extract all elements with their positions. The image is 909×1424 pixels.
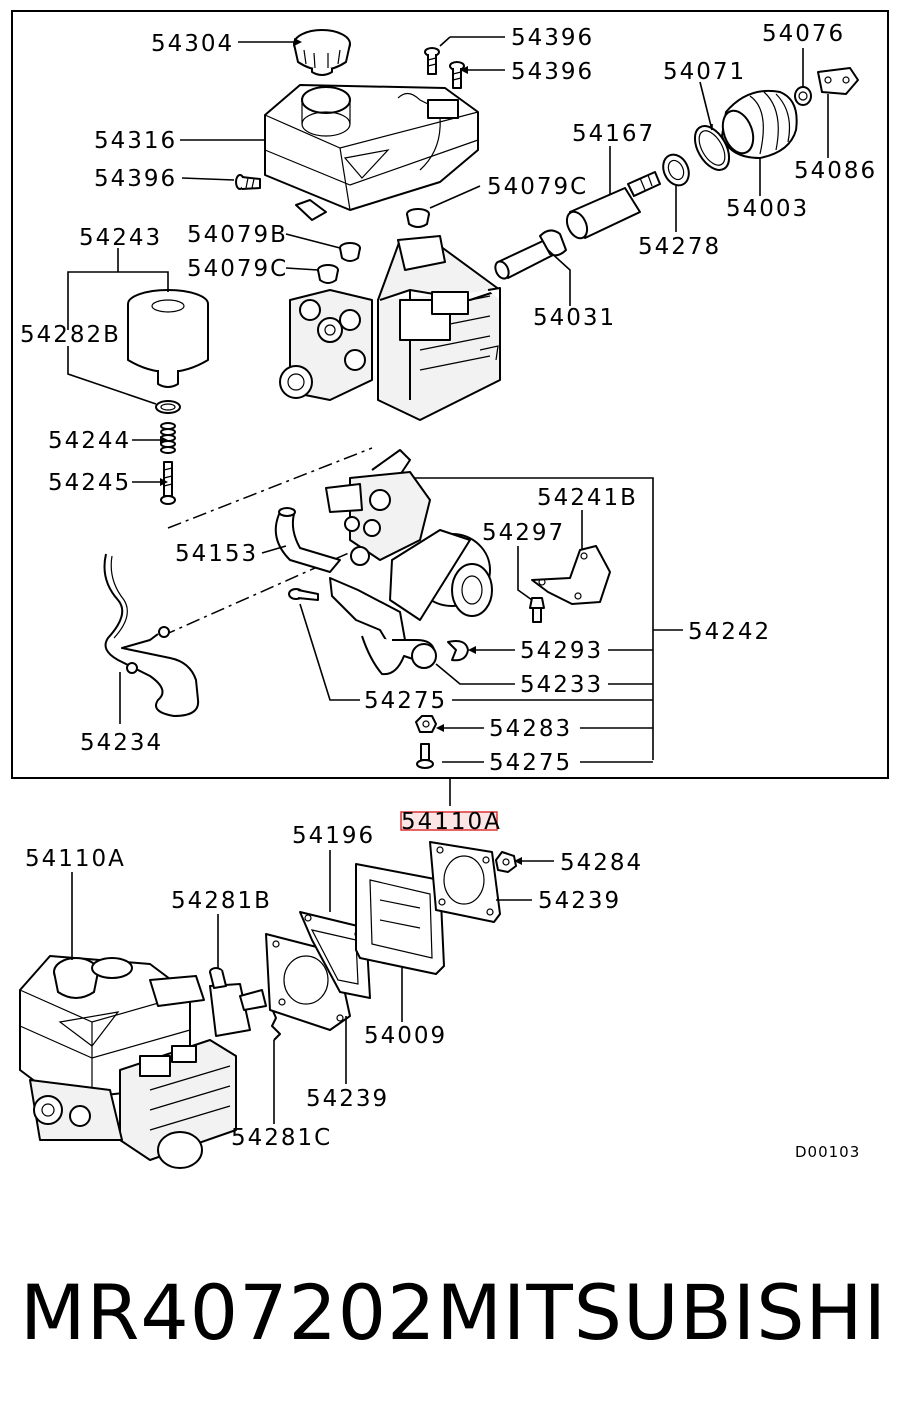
leader-lines-upper: [67, 36, 829, 806]
seal-54278[interactable]: [658, 150, 693, 189]
clip-54281c[interactable]: [269, 1003, 281, 1041]
grommet-54079c-lower[interactable]: [317, 264, 339, 284]
center-line-lower: [161, 547, 361, 637]
hydraulic-unit-complete[interactable]: [19, 955, 267, 1169]
bolt-54297[interactable]: [529, 597, 545, 623]
o-ring-54282b[interactable]: [155, 400, 181, 414]
sub-assembly-bracket: [410, 477, 654, 760]
label-54293: 54293: [520, 638, 603, 664]
label-54233: 54233: [520, 672, 603, 698]
label-54086: 54086: [794, 158, 877, 184]
label-54079c: 54079C: [487, 174, 588, 200]
label-54234: 54234: [80, 730, 163, 756]
label-54244: 54244: [48, 428, 131, 454]
piston-54167[interactable]: [563, 171, 661, 241]
leader-lines-lower: [71, 850, 554, 1124]
clip-54086[interactable]: [817, 67, 859, 95]
label-54304: 54304: [151, 31, 234, 57]
part-number: MR407202: [20, 1268, 437, 1357]
diagram-code: D00103: [795, 1143, 860, 1161]
label-54110a-highlighted: 54110A: [401, 809, 502, 835]
grommet-54079b[interactable]: [339, 242, 361, 262]
label-54079b: 54079B: [187, 222, 288, 248]
brand-name: MITSUBISHI: [436, 1268, 887, 1357]
label-54281b: 54281B: [171, 888, 272, 914]
label-54239-a: 54239: [538, 888, 621, 914]
label-54076: 54076: [762, 21, 845, 47]
label-54396-c: 54396: [94, 166, 177, 192]
label-54242: 54242: [688, 619, 771, 645]
screw-54275-lower[interactable]: [416, 743, 434, 769]
grommet-54079c-upper[interactable]: [406, 208, 430, 228]
hose-54153[interactable]: [274, 507, 341, 573]
seal-plate-54009[interactable]: [355, 863, 445, 975]
footer: MR407202 MITSUBISHI: [0, 1268, 909, 1388]
label-54196: 54196: [292, 823, 375, 849]
sensor-harness[interactable]: [329, 577, 437, 676]
screw-54396-c[interactable]: [235, 174, 261, 190]
gasket-54239-right[interactable]: [429, 841, 501, 923]
label-54275-a: 54275: [364, 688, 447, 714]
label-54110a: 54110A: [25, 846, 126, 872]
screw-54396-a[interactable]: [424, 47, 440, 75]
bolt-54245[interactable]: [160, 461, 176, 505]
label-54153: 54153: [175, 541, 258, 567]
label-54241b: 54241B: [537, 485, 638, 511]
label-54031: 54031: [533, 305, 616, 331]
center-line-upper: [167, 447, 373, 529]
label-54278: 54278: [638, 234, 721, 260]
label-54275-b: 54275: [489, 750, 572, 776]
reservoir-cap-part[interactable]: [293, 29, 351, 76]
label-54283: 54283: [489, 716, 572, 742]
filter-cap-54243[interactable]: [127, 289, 209, 388]
label-54282b: 54282B: [20, 322, 121, 348]
parts-diagram: 54304 54396 54396 54076 54071 54316 5439…: [11, 10, 889, 1169]
label-54245: 54245: [48, 470, 131, 496]
label-54396-a: 54396: [511, 25, 594, 51]
highlight-54110a: [400, 811, 498, 831]
callout-labels: 54304 54396 54396 54076 54071 54316 5439…: [20, 21, 877, 1161]
pump-motor-assembly[interactable]: [325, 449, 493, 621]
label-54167: 54167: [572, 121, 655, 147]
nut-54283[interactable]: [415, 715, 437, 733]
hydraulic-unit-upper[interactable]: [279, 235, 501, 421]
clip-54293[interactable]: [447, 640, 469, 662]
label-54003: 54003: [726, 196, 809, 222]
pin-54281b[interactable]: [209, 967, 227, 989]
label-54071: 54071: [663, 59, 746, 85]
label-54243: 54243: [79, 225, 162, 251]
label-54297: 54297: [482, 520, 565, 546]
rod-54031[interactable]: [493, 229, 567, 280]
nut-54076[interactable]: [794, 86, 812, 106]
label-54281c: 54281C: [231, 1125, 332, 1151]
screw-54396-b[interactable]: [449, 61, 465, 89]
label-54079c-2: 54079C: [187, 256, 288, 282]
screw-54275-upper[interactable]: [288, 588, 319, 601]
label-54316: 54316: [94, 128, 177, 154]
bracket-54241b[interactable]: [531, 545, 611, 605]
label-54009: 54009: [364, 1023, 447, 1049]
label-54239-b: 54239: [306, 1086, 389, 1112]
pipe-54234[interactable]: [103, 553, 200, 717]
nut-54284[interactable]: [495, 851, 517, 873]
reservoir-tank-part[interactable]: [264, 84, 479, 221]
label-54284: 54284: [560, 850, 643, 876]
boot-54003[interactable]: [717, 90, 798, 159]
label-54396-b: 54396: [511, 59, 594, 85]
spring-54244[interactable]: [160, 422, 176, 454]
